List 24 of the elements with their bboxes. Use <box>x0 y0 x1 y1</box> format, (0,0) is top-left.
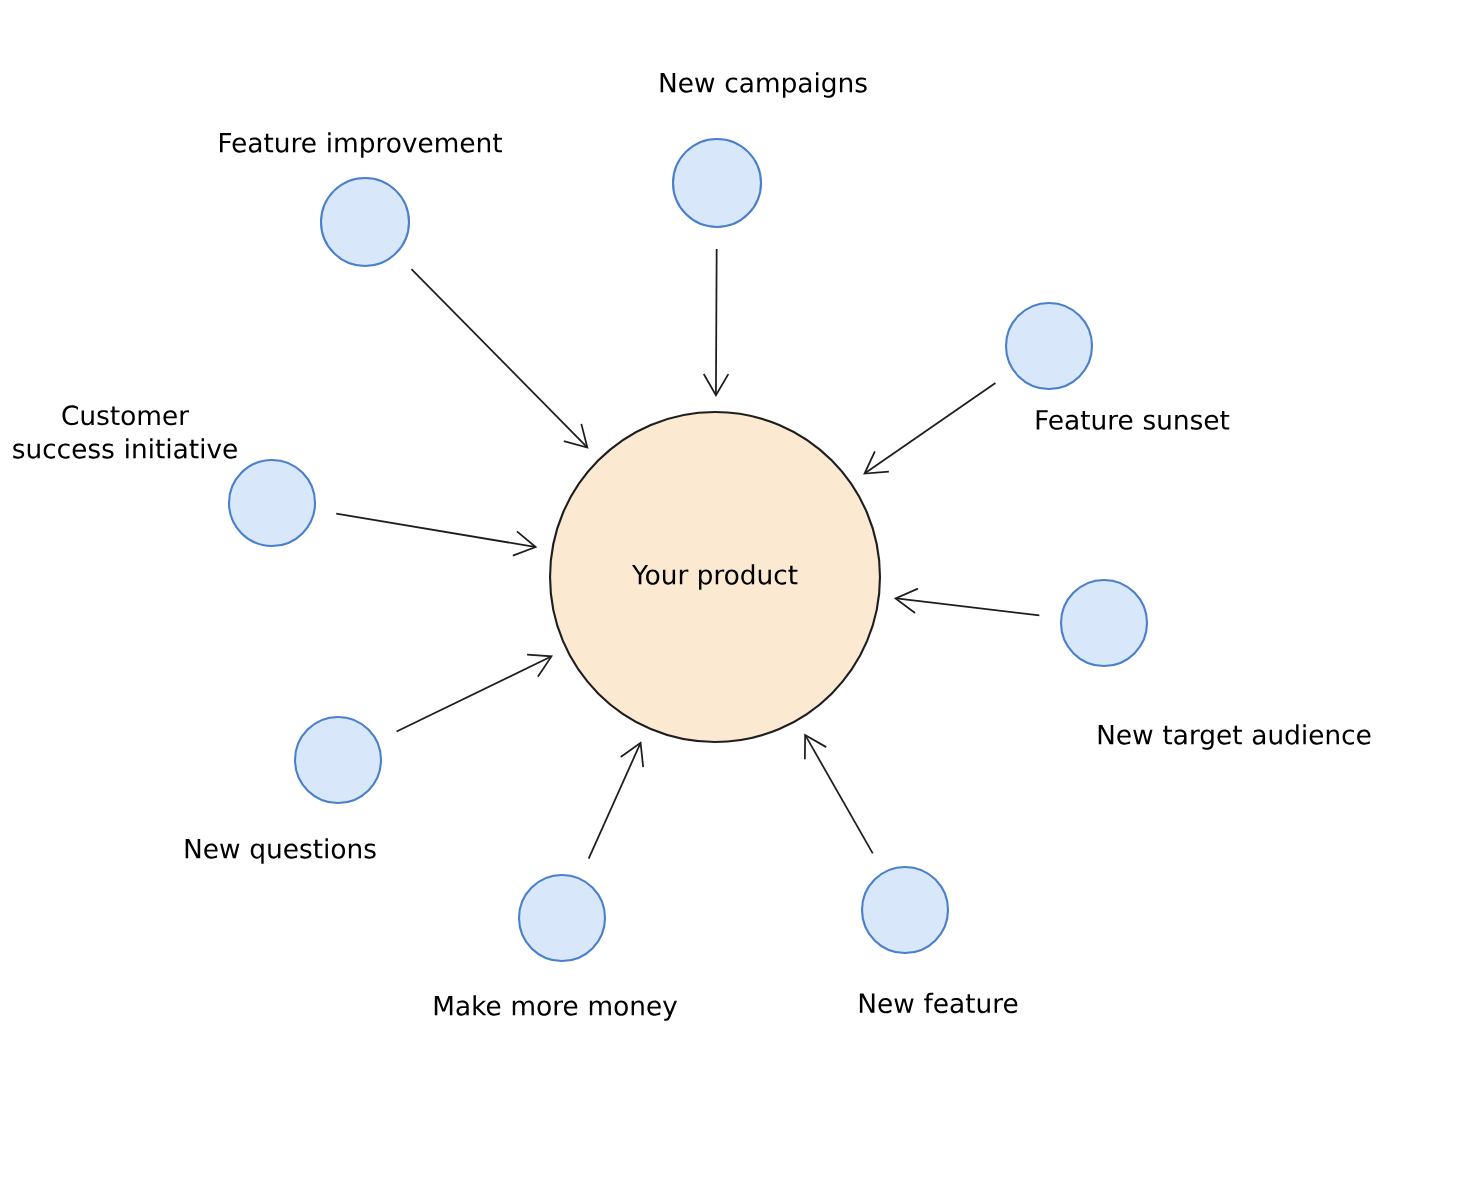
node-label: New campaigns <box>660 72 867 98</box>
arrow <box>893 587 1041 617</box>
arrow <box>410 268 589 449</box>
node-label: Feature improvement <box>220 132 502 158</box>
circle-shape <box>319 176 411 268</box>
circle-shape <box>293 715 383 805</box>
arrow <box>587 741 645 860</box>
node-label: New target audience <box>1098 724 1371 750</box>
circle-shape <box>517 873 607 963</box>
arrow <box>335 512 538 557</box>
circle-shape <box>671 137 763 229</box>
arrow <box>395 653 554 733</box>
circle-shape <box>860 865 950 955</box>
circle-shape <box>1004 301 1094 391</box>
node-label: Make more money <box>434 995 677 1021</box>
circle-shape <box>1059 578 1149 668</box>
circle-shape <box>227 458 317 548</box>
node-label: Customer success initiative <box>13 405 237 459</box>
node-label: Feature sunset <box>1036 410 1230 430</box>
arrow <box>804 733 874 855</box>
arrow <box>863 382 997 475</box>
node-label: New questions <box>185 838 376 864</box>
node-label: New feature <box>859 992 1018 1014</box>
arrow <box>702 248 730 397</box>
